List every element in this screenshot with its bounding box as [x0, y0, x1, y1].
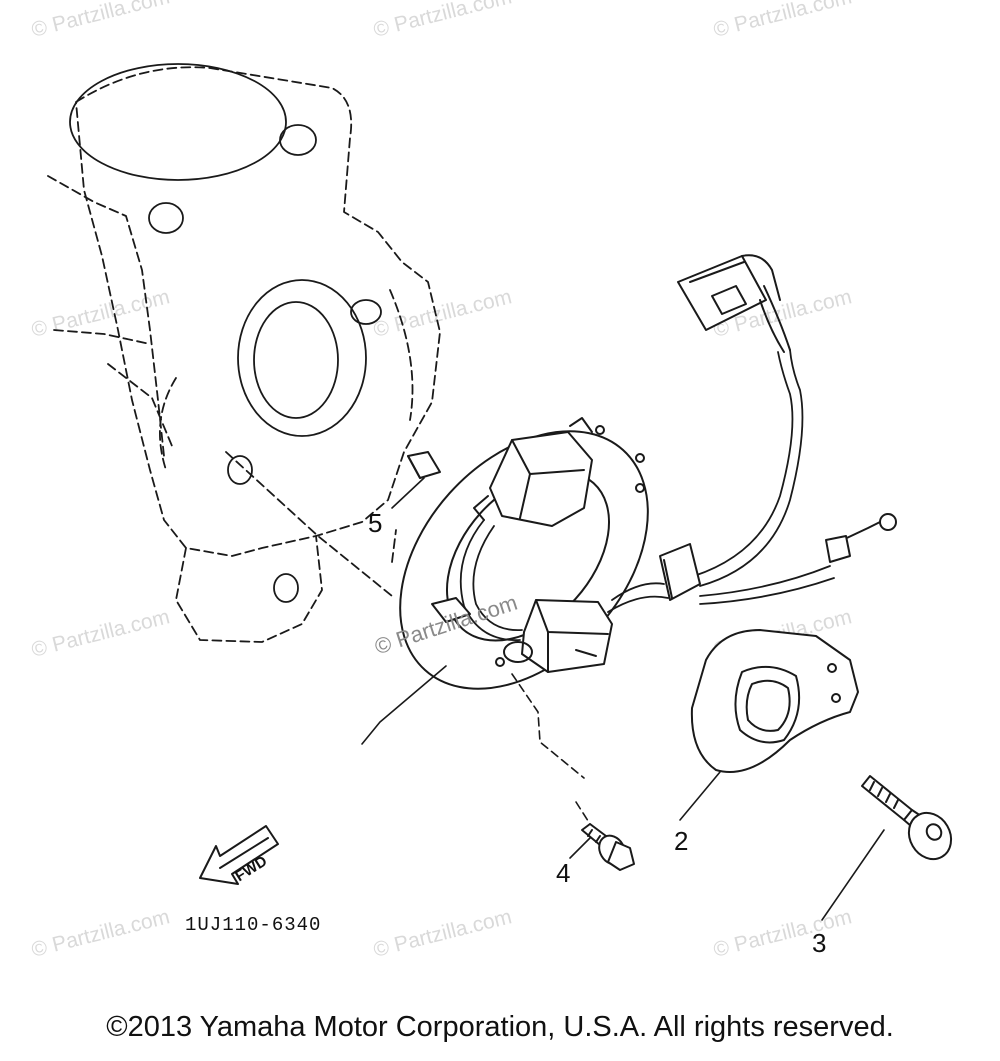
dashed-leaders: [511, 673, 591, 825]
mount-boss: [273, 573, 299, 603]
flange-bolt: [581, 823, 635, 871]
forward-arrow-icon: [199, 825, 279, 885]
bearing-bore-inner: [253, 301, 339, 419]
copyright-notice: ©2013 Yamaha Motor Corporation, U.S.A. A…: [106, 1011, 894, 1043]
charge-coil: [473, 417, 593, 527]
woodruff-key: [407, 451, 441, 479]
engine-crankcase-outline: [47, 66, 441, 643]
diagram-code: 1UJ110-6340: [185, 914, 322, 936]
cover-plate: [690, 629, 859, 773]
ring-terminal: [825, 513, 897, 563]
stud-hole: [148, 202, 184, 234]
bearing-bore-outer: [237, 279, 367, 437]
mount-boss: [227, 455, 253, 485]
lead-wires: [607, 349, 835, 613]
leader-lines: [361, 477, 885, 921]
pulser-coil: [431, 597, 613, 673]
stud-hole: [279, 124, 317, 156]
callout-2: 2: [674, 826, 689, 856]
cylinder-bore: [69, 63, 287, 181]
callout-4: 4: [556, 858, 571, 888]
socket-head-bolt: [861, 775, 953, 861]
wire-grommet: [659, 543, 701, 601]
wire-connector: [677, 254, 791, 353]
stud-hole: [350, 299, 382, 325]
stator-plate: [399, 425, 649, 690]
callout-3: 3: [812, 928, 827, 958]
callout-5: 5: [368, 508, 383, 538]
